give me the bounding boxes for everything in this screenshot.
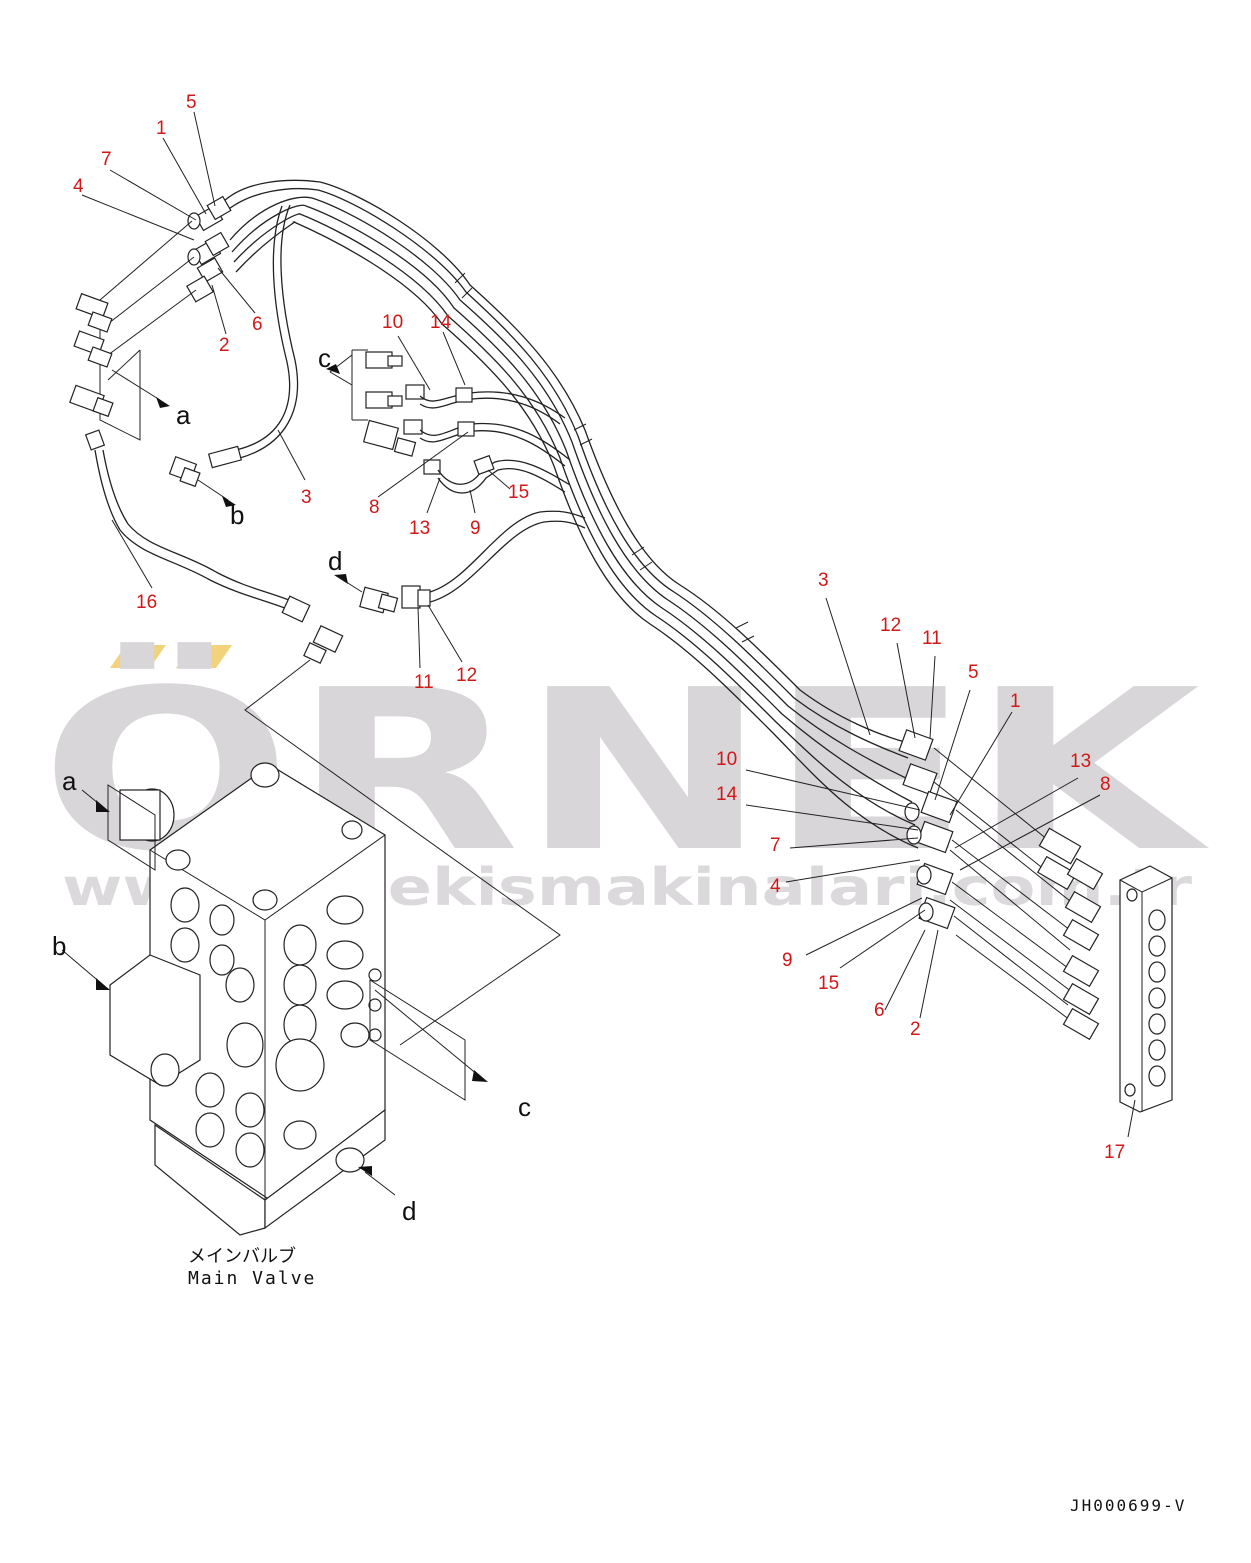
callout-2: 2: [910, 1019, 921, 1040]
letter-d-valve: d: [402, 1196, 416, 1226]
right-fitting-cluster: [898, 729, 1173, 1113]
watermark-accent-right: [176, 645, 232, 668]
callout-3: 3: [301, 487, 312, 508]
callout-8: 8: [369, 497, 380, 518]
callout-3: 3: [818, 570, 829, 591]
callout-13: 13: [1070, 751, 1091, 772]
leader-lines: [81, 111, 1136, 1138]
callout-6: 6: [874, 1000, 885, 1021]
callout-8: 8: [1100, 774, 1111, 795]
callout-9: 9: [470, 518, 481, 539]
callout-1: 1: [1010, 691, 1021, 712]
callout-10: 10: [382, 312, 403, 333]
letter-a-valve: a: [62, 766, 77, 796]
callout-12: 12: [456, 665, 477, 686]
hose-16: [84, 429, 561, 1046]
callout-15: 15: [818, 973, 839, 994]
group-d-connector: [334, 510, 586, 614]
callout-4: 4: [73, 176, 84, 197]
letter-c-top: c: [318, 343, 331, 373]
callout-5: 5: [968, 662, 979, 683]
callout-10: 10: [716, 749, 737, 770]
callout-12: 12: [880, 615, 901, 636]
caption-english: Main Valve: [188, 1268, 316, 1289]
caption-japanese: メインバルブ: [188, 1245, 296, 1267]
callout-7: 7: [101, 149, 112, 170]
callout-15: 15: [508, 482, 529, 503]
drawing-code: JH000699-V: [1070, 1496, 1186, 1515]
callout-14: 14: [716, 784, 738, 805]
callout-4: 4: [770, 876, 781, 897]
letter-b-valve: b: [52, 931, 66, 961]
letter-d-top: d: [328, 546, 342, 576]
main-valve: [61, 762, 488, 1236]
callout-16: 16: [136, 592, 157, 613]
callout-1: 1: [156, 118, 167, 139]
letter-a-top: a: [176, 400, 191, 430]
callout-11: 11: [922, 628, 942, 649]
callout-11: 11: [414, 672, 434, 693]
callout-9: 9: [782, 950, 793, 971]
callouts-right: 3 12 11 5 1 10 14 13 8 7 4 9 15 6 2 17: [716, 570, 1125, 1163]
callouts-top-left: 5 1 7 4 6 2 3 16: [73, 92, 312, 613]
callout-2: 2: [219, 335, 230, 356]
group-b-connector: [168, 456, 236, 507]
callout-14: 14: [430, 312, 452, 333]
callout-7: 7: [770, 835, 781, 856]
callout-17: 17: [1104, 1142, 1125, 1163]
caption: メインバルブ Main Valve: [188, 1245, 316, 1289]
watermark-accent-left: [110, 645, 166, 668]
callouts-middle: 10 14 8 13 9 15 11 12: [369, 312, 529, 693]
group-c-connectors: [326, 349, 571, 494]
letter-c-valve: c: [518, 1092, 531, 1122]
letter-b-top: b: [230, 500, 244, 530]
callout-6: 6: [252, 314, 263, 335]
reference-letters: a b c d a b c d: [52, 343, 531, 1226]
group-a-connectors: [69, 220, 197, 441]
callout-5: 5: [186, 92, 197, 113]
callout-13: 13: [409, 518, 430, 539]
